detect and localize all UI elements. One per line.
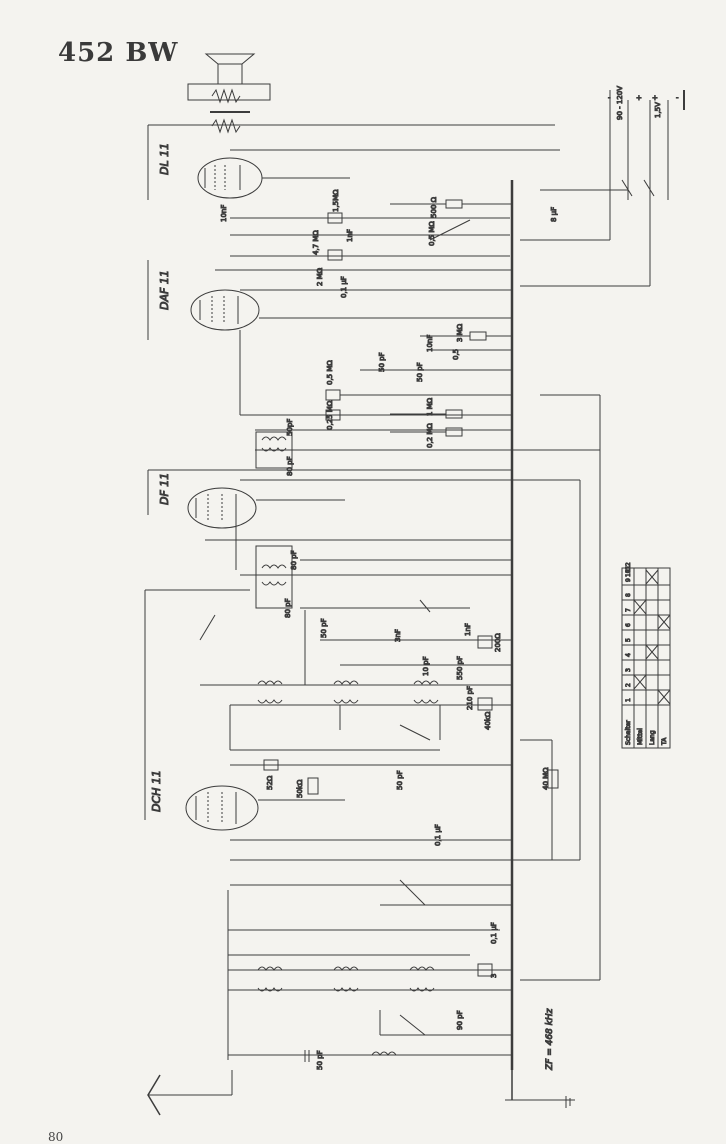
supply-label-plus-b: + [652, 94, 658, 102]
table-col: 7 [625, 608, 632, 612]
label-res-3m-b: 3 [490, 974, 498, 978]
speaker-icon [187, 53, 271, 104]
table-col: 5 [625, 638, 632, 642]
page-number: 80 [48, 1130, 64, 1144]
table-row-ta: TA [661, 737, 668, 746]
label-res-1m: 1 MΩ [426, 397, 434, 416]
label-cap-10nf-b: 10nF [426, 335, 434, 352]
page-title: 452 BW [58, 38, 179, 68]
table-col: 1 [625, 698, 632, 702]
if-transformer-1 [255, 431, 293, 469]
supply-label-mains: 90 - 120V [616, 86, 624, 120]
label-pot-0-5: 0,5 MΩ [428, 221, 436, 246]
tube-label-dch11: DCH 11 [150, 770, 163, 812]
table-col: 12 [625, 562, 632, 570]
tube-df11 [187, 487, 257, 529]
label-cap-3nf: 3nF [394, 629, 402, 642]
label-res-52: 52Ω [266, 775, 274, 790]
supply-label-minus-b: - [676, 94, 679, 102]
label-res-1-5m: 1,5MΩ [332, 189, 340, 212]
table-col: 2 [625, 683, 632, 687]
label-res-40m: 40 MΩ [542, 767, 550, 790]
label-res-0-2m: 0,2 MΩ [426, 423, 434, 448]
tube-daf11 [190, 289, 260, 331]
label-cap-50pf-f: 50 pF [316, 1050, 324, 1070]
label-res-0-5m: 0,5 MΩ [326, 360, 334, 385]
label-res-3m-a: 3 MΩ [456, 323, 464, 342]
supply-label-minus-a: - [608, 94, 611, 102]
ground-icon [565, 1096, 571, 1108]
label-pot-0-5b: 0,5 [452, 349, 460, 360]
label-res-0-25m: 0,25 MΩ [326, 400, 334, 430]
supply-label-battery: 1,5V [654, 102, 662, 118]
label-cap-50pf-a: 50 pF [378, 352, 386, 372]
label-cap-50pf-e: 50 pF [396, 770, 404, 790]
table-col: 6 [625, 623, 632, 627]
label-cap-80pf-c: 80 pF [284, 598, 292, 618]
table-row-schalter: Schalter [625, 720, 632, 745]
osc-coils [257, 680, 439, 704]
tube-label-df11: DF 11 [158, 473, 171, 505]
antenna-icon [147, 1070, 233, 1116]
tube-label-dl11: DL 11 [158, 143, 171, 175]
label-cap-50pf-d: 50 pF [320, 618, 328, 638]
label-cap-0-1uf-c: 0,1 µF [490, 922, 498, 944]
label-res-2m: 2 MΩ [316, 267, 324, 286]
label-res-4-7m: 4,7 MΩ [312, 230, 320, 255]
label-cap-210pf: 210 pF [466, 686, 474, 710]
label-cap-0-1uf-b: 0,1 µF [434, 824, 442, 846]
table-col: 3 [625, 668, 632, 672]
label-cap-10pf: 10 pF [422, 656, 430, 676]
table-col: 4 [625, 653, 632, 657]
label-cap-80pf-b: 80 pF [290, 550, 298, 570]
label-cap-0-1uf: 0,1 µF [340, 276, 348, 298]
tube-label-daf11: DAF 11 [158, 270, 171, 310]
label-cap-80pf-a: 80 pF [286, 456, 294, 476]
label-if-frequency: ZF = 468 kHz [545, 1008, 555, 1071]
switch-table-grid [621, 567, 671, 749]
output-transformer [210, 111, 250, 134]
label-cap-50pf-b: 50 pF [416, 362, 424, 382]
tube-dl11 [197, 157, 263, 199]
table-col: 11 [625, 565, 632, 573]
label-cap-550pf: 550 pF [456, 656, 464, 680]
label-cap-1nf-b: 1nF [464, 623, 472, 636]
table-col: 8 [625, 593, 632, 597]
label-dl11-grid-cap: 10nF [220, 205, 228, 222]
table-row-mittel: Mittel [637, 728, 644, 745]
label-res-50k: 50kΩ [296, 779, 304, 798]
label-res-500: 500 Ω [430, 196, 438, 218]
label-cap-8uf: 8 µF [550, 207, 558, 222]
if-transformer-2 [255, 545, 293, 609]
label-cap-1nf: 1nF [346, 229, 354, 242]
table-row-lang: Lang [649, 730, 656, 745]
label-cap-50pf-c: 50pF [286, 419, 294, 436]
table-col: 10 [625, 569, 632, 577]
supply-label-plus-a: + [636, 94, 642, 102]
label-res-40k: 40kΩ [484, 711, 492, 730]
label-cap-90pf: 90 pF [456, 1010, 464, 1030]
tube-dch11 [185, 785, 259, 831]
label-res-200: 200Ω [494, 633, 502, 652]
table-col: 9 [625, 578, 632, 582]
input-coils [257, 966, 435, 1056]
